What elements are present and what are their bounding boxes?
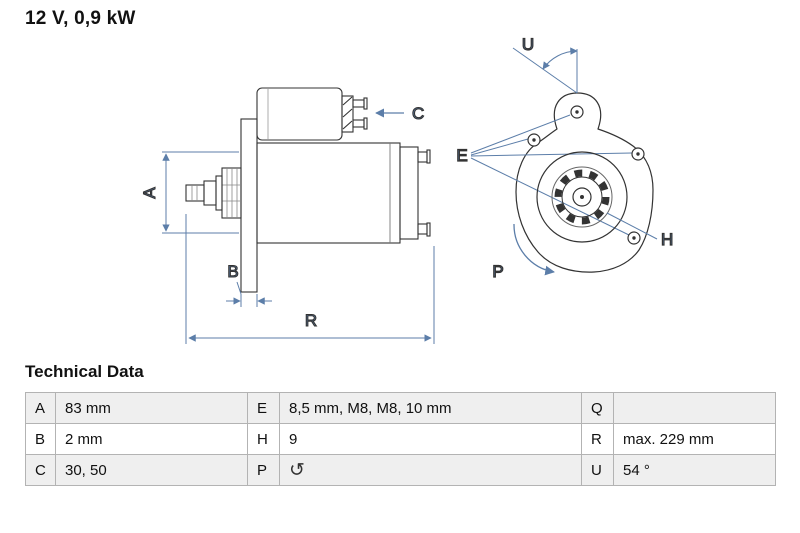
param-key-b: B: [25, 423, 56, 455]
param-value-r: max. 229 mm: [613, 423, 776, 455]
flange-outline: [515, 92, 654, 273]
param-key-q: Q: [581, 392, 614, 424]
label-p: P: [492, 262, 503, 281]
front-view: E: [456, 34, 674, 281]
param-key-a: A: [25, 392, 56, 424]
technical-data-heading: Technical Data: [25, 362, 144, 381]
param-key-p: P: [247, 454, 280, 486]
label-a: A: [140, 187, 159, 199]
motor-body: [256, 142, 431, 244]
angle-dimension-u: [512, 47, 578, 94]
dimension-r: [185, 214, 435, 344]
dimension-a: [162, 151, 239, 234]
holes-callout-e: [470, 114, 633, 236]
param-key-h: H: [247, 423, 280, 455]
page-title: 12 V, 0,9 kW: [25, 8, 136, 29]
param-value-u: 54 °: [613, 454, 776, 486]
table-row: B 2 mm H 9 R max. 229 mm: [25, 423, 776, 455]
param-key-c: C: [25, 454, 56, 486]
param-value-e: 8,5 mm, M8, M8, 10 mm: [279, 392, 582, 424]
param-key-u: U: [581, 454, 614, 486]
label-r: R: [305, 311, 317, 330]
mounting-flange-edge: [240, 118, 258, 293]
solenoid: [256, 87, 368, 141]
teeth-count-callout-h: [606, 212, 658, 240]
mounting-holes: [527, 105, 645, 245]
rotation-ccw-icon: ↺: [289, 459, 305, 481]
dimension-b: [226, 281, 272, 307]
label-c: C: [412, 104, 424, 123]
param-value-h: 9: [279, 423, 582, 455]
label-e: E: [456, 146, 467, 165]
table-row: A 83 mm E 8,5 mm, M8, M8, 10 mm Q: [25, 392, 776, 424]
technical-data-table: A 83 mm E 8,5 mm, M8, M8, 10 mm Q B 2 mm…: [25, 392, 776, 486]
pinion-shaft: [185, 167, 242, 219]
param-key-e: E: [247, 392, 280, 424]
param-value-q: [613, 392, 776, 424]
pinion-gear: [536, 151, 628, 243]
label-h: H: [661, 230, 673, 249]
param-value-c: 30, 50: [55, 454, 248, 486]
param-value-p: ↺: [279, 454, 582, 486]
param-value-a: 83 mm: [55, 392, 248, 424]
param-value-b: 2 mm: [55, 423, 248, 455]
label-u: U: [522, 35, 534, 54]
rotation-direction-p: [513, 223, 555, 276]
table-row: C 30, 50 P ↺ U 54 °: [25, 454, 776, 486]
label-b: B: [227, 262, 238, 281]
side-view: A B C R: [139, 87, 435, 344]
param-key-r: R: [581, 423, 614, 455]
technical-drawing: A B C R: [139, 34, 674, 344]
